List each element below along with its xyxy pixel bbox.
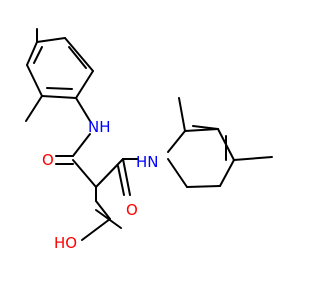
bond [178, 97, 186, 132]
bond [41, 95, 77, 99]
hydroxyvinyl-group [81, 200, 122, 241]
bond [25, 95, 43, 122]
molecule-structure: NH O HN O HO [25, 28, 273, 252]
bond [186, 185, 221, 188]
bond [122, 158, 131, 196]
bond [219, 159, 235, 187]
bond [167, 158, 188, 188]
bond [192, 125, 219, 130]
bond [26, 41, 38, 66]
amide-nh-label: NH [88, 118, 111, 136]
bond [36, 37, 66, 43]
bond [64, 37, 94, 72]
bond [75, 70, 94, 99]
bond [233, 156, 273, 161]
bond [81, 218, 111, 241]
bond [72, 159, 97, 188]
bond [117, 165, 125, 196]
left-dimethylphenyl-ring [25, 28, 94, 122]
bond [46, 87, 73, 90]
hydroxyl-label: HO [54, 234, 77, 252]
carbonyl-oxygen-label: O [42, 151, 54, 169]
bond [68, 46, 87, 69]
bond [95, 158, 124, 188]
carbonyl-oxygen-label: O [126, 201, 138, 219]
right-dimethylphenyl-ring [167, 97, 273, 188]
bond [26, 64, 43, 97]
central-backbone [55, 133, 138, 202]
bond [72, 133, 91, 157]
bond [75, 97, 91, 122]
amide-hn-label: HN [136, 153, 159, 171]
bond [33, 46, 43, 64]
bond [167, 130, 186, 153]
bond [95, 200, 111, 220]
